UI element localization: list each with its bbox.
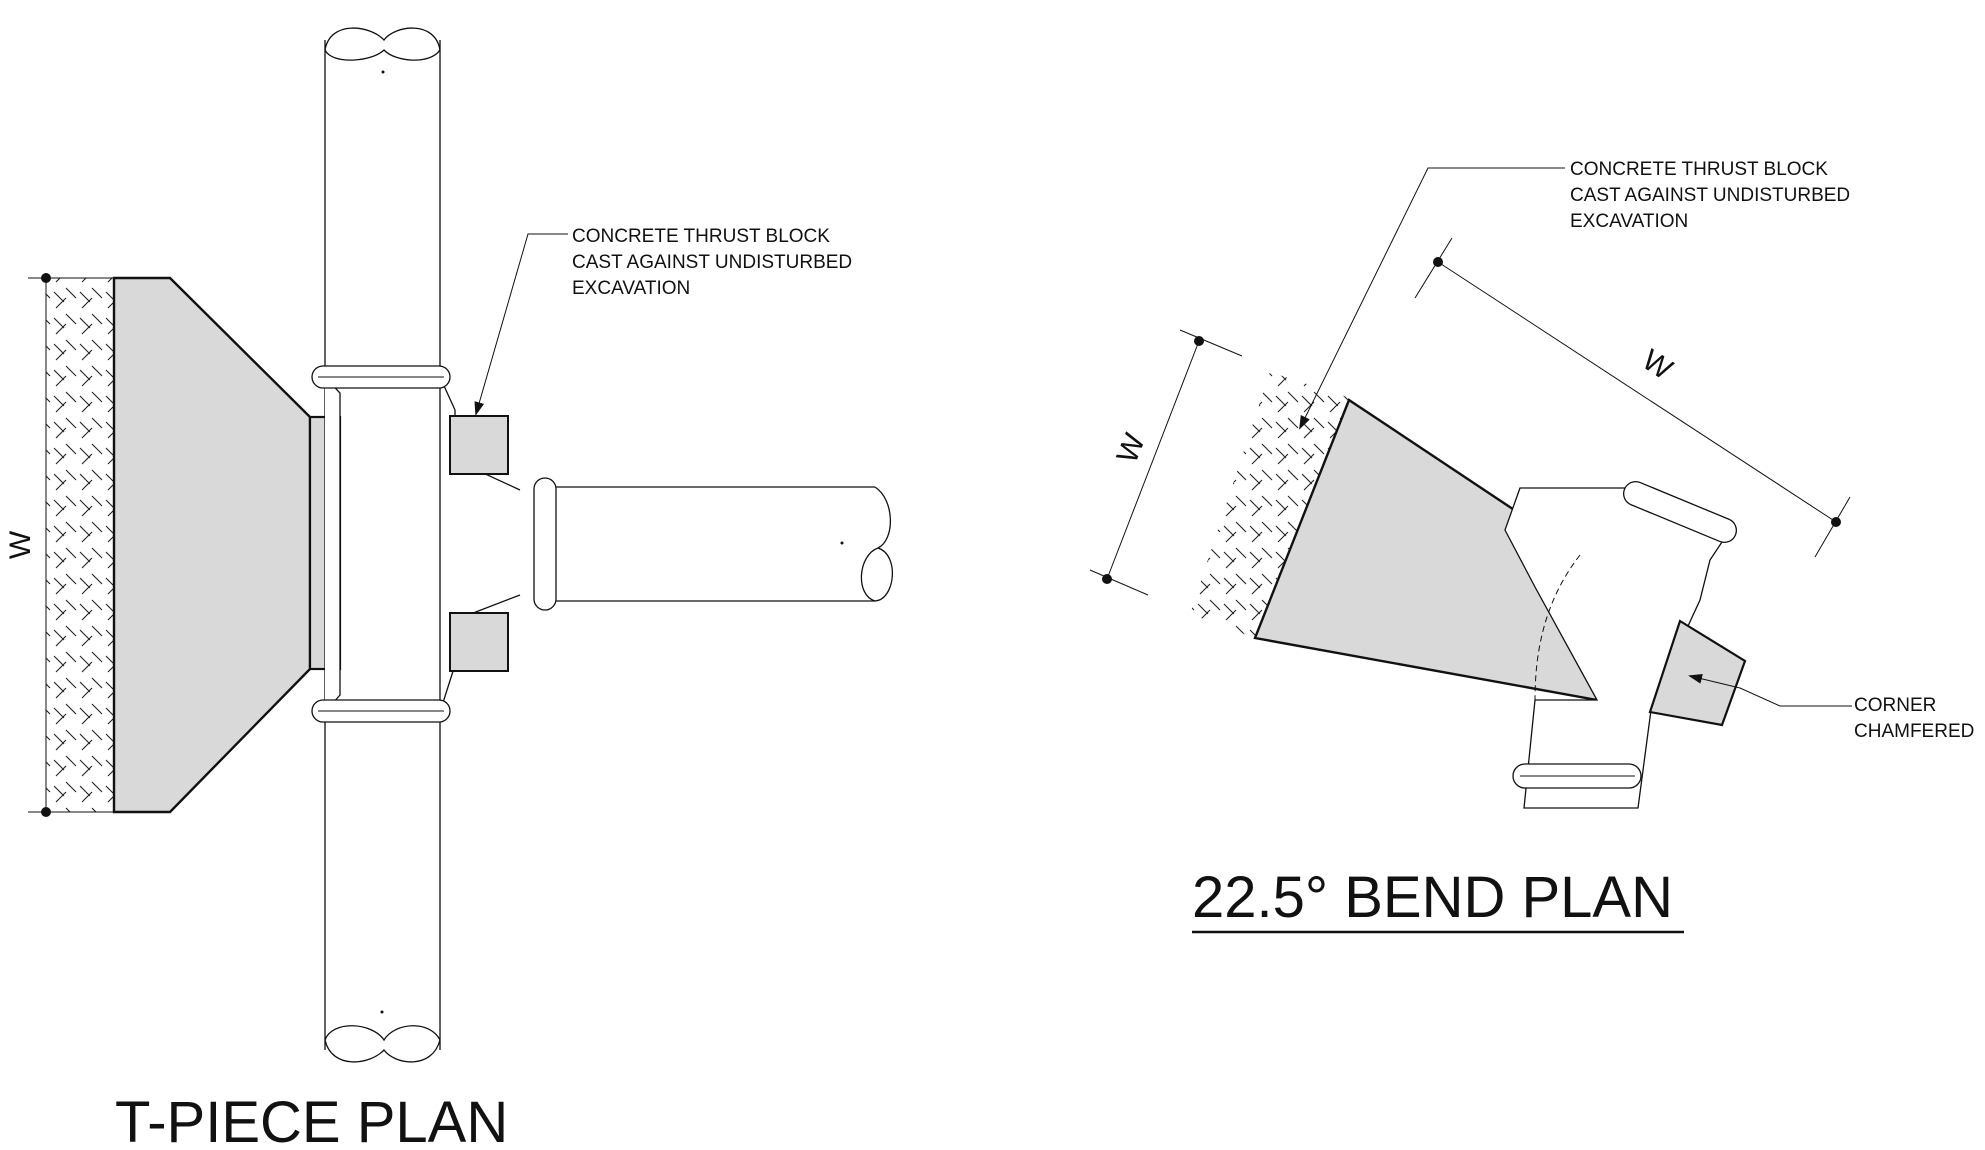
t-piece-dimension-label: W (4, 530, 37, 559)
bend-dimension-w-long (1414, 237, 1851, 558)
t-piece-plan: W CONCRETE THRUST BLOCK CAST AGAINST UND… (4, 27, 893, 1150)
t-piece-dimension-w (28, 273, 114, 817)
bend-leader-line (1299, 167, 1565, 430)
t-piece-branch-pipe (533, 477, 893, 611)
t-piece-collar-bottom (311, 699, 451, 723)
t-piece-side-block-bottom (449, 612, 509, 672)
bend-dimension-w-short (1089, 329, 1243, 596)
t-piece-note: CONCRETE THRUST BLOCK CAST AGAINST UNDIS… (572, 226, 857, 299)
t-piece-thrust-block (112, 276, 312, 814)
t-piece-collar-top (311, 365, 451, 389)
bend-title: 22.5° BEND PLAN (1192, 865, 1673, 930)
t-piece-side-block-top (449, 415, 509, 475)
t-piece-ground-hatch (46, 278, 114, 812)
bend-corner-note: CORNER CHAMFERED (1854, 695, 1974, 742)
t-piece-title: T-PIECE PLAN (115, 1090, 508, 1150)
bend-ground-hatch (1190, 372, 1350, 638)
bend-corner-block (1648, 619, 1747, 727)
bend-note: CONCRETE THRUST BLOCK CAST AGAINST UNDIS… (1570, 159, 1855, 232)
t-piece-leader-line (474, 233, 568, 416)
bend-corner-leader-line (1688, 673, 1852, 707)
t-piece-main-pipe (324, 27, 441, 1063)
bend-dimension-label-short: W (1111, 429, 1152, 468)
bend-pipe (1504, 480, 1737, 809)
bend-dimension-label-long: W (1636, 343, 1678, 386)
bend-plan: W W CONCRETE THRUST BLOCK CAST AGAINST U… (1089, 159, 1974, 934)
